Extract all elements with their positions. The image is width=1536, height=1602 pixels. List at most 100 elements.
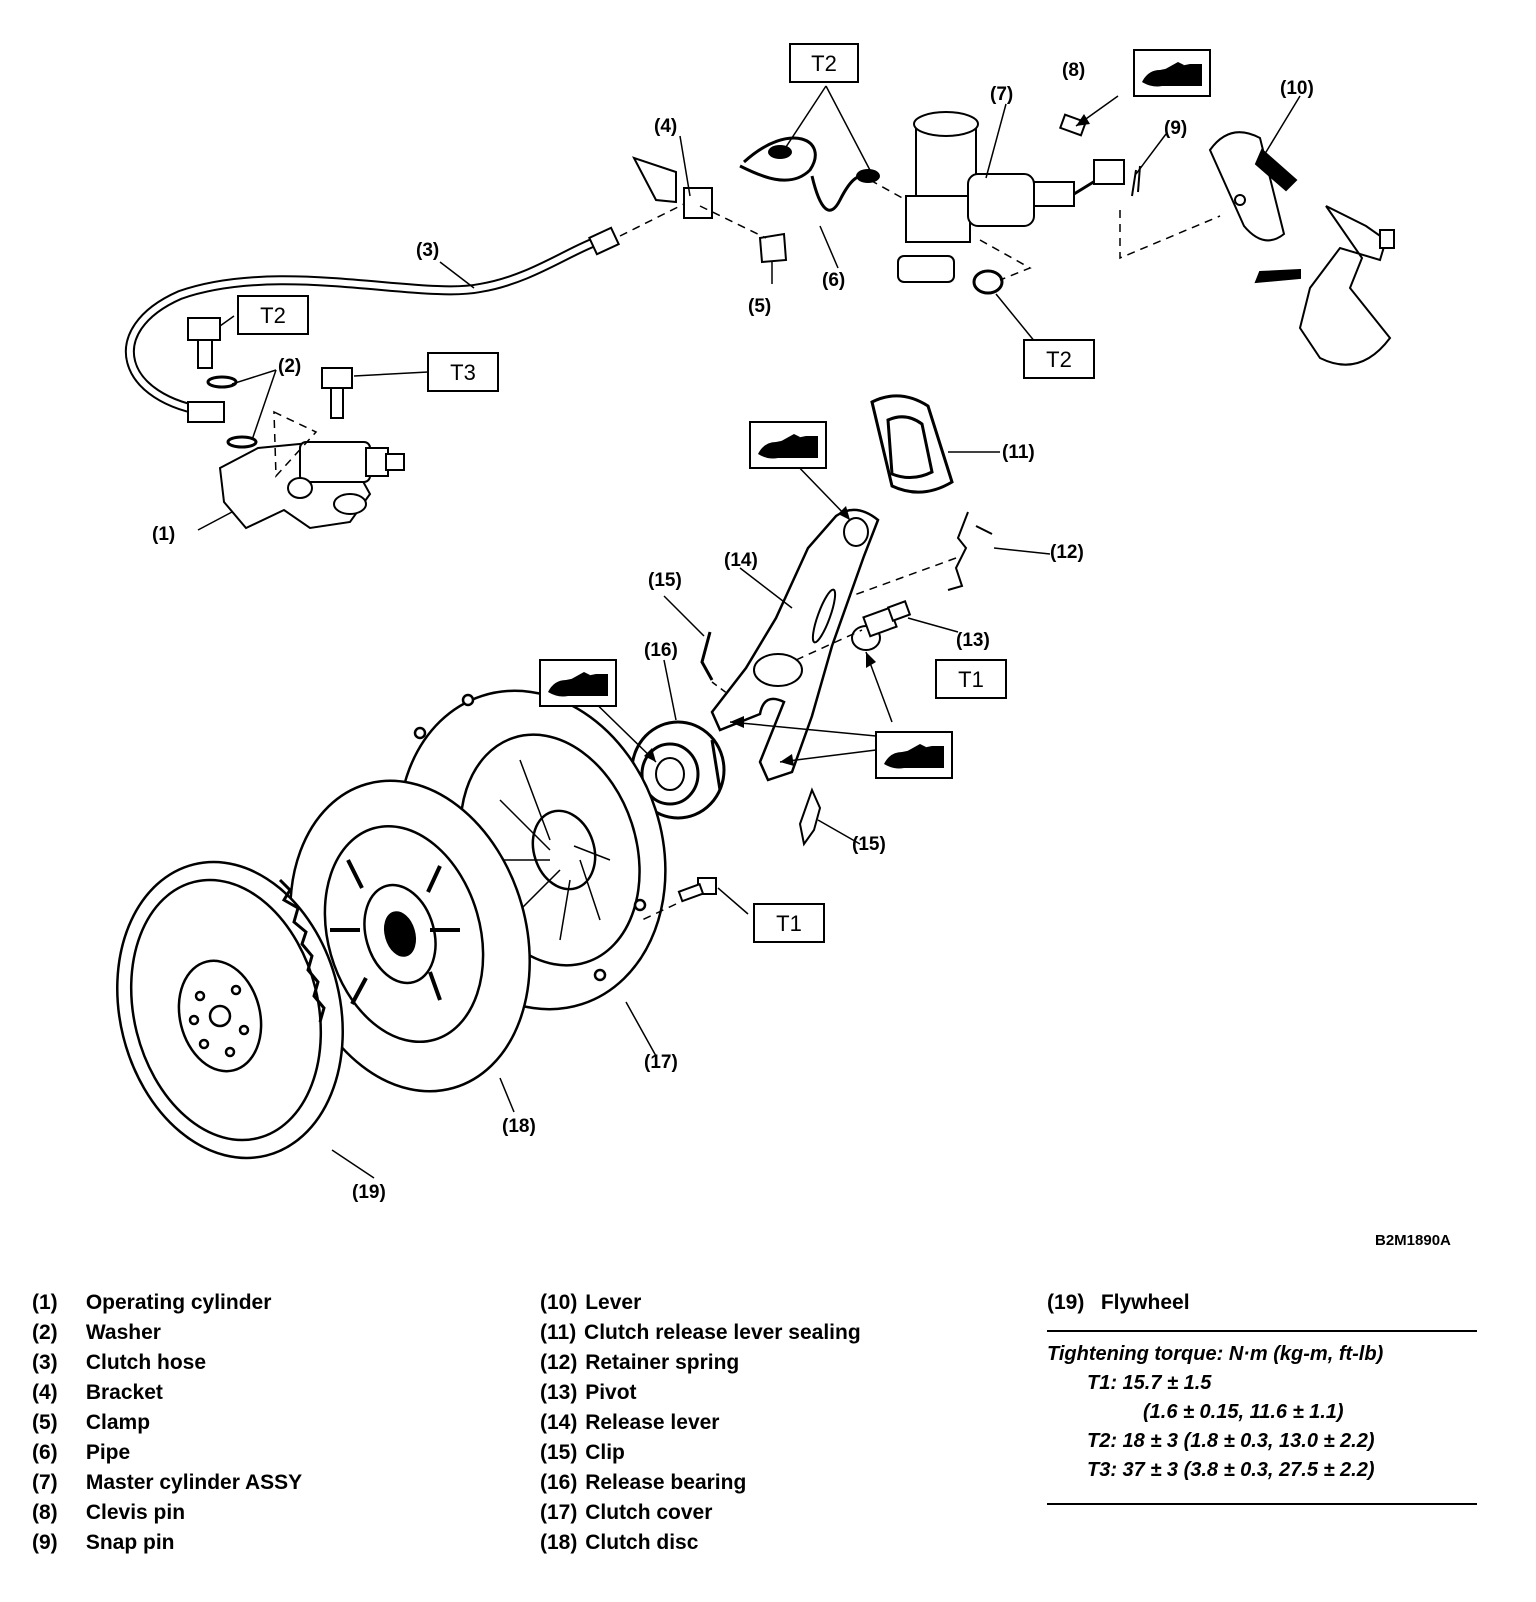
arrowheads: [644, 114, 1090, 766]
legend-item-label: Clutch release lever sealing: [584, 1321, 861, 1344]
legend-item: (5) Clamp: [32, 1408, 302, 1438]
bracket: [631, 156, 713, 219]
callout-15-lower: (15): [852, 834, 886, 855]
bolt-t3: [321, 367, 353, 419]
master-cylinder: [897, 111, 1125, 283]
legend-item-label: Snap pin: [85, 1531, 175, 1554]
clip-upper: [700, 631, 714, 681]
legend-column-2: (10) Lever(11) Clutch release lever seal…: [540, 1288, 861, 1558]
legend-item-label: Clevis pin: [85, 1501, 186, 1524]
legend-item-number: (13): [540, 1381, 578, 1404]
torque-tag-t2: T2: [811, 51, 837, 76]
legend-item: (10) Lever: [540, 1288, 861, 1318]
callout-19: (19): [352, 1182, 386, 1203]
legend-item-number: (4): [32, 1381, 58, 1404]
torque-tag-t3: T3: [450, 360, 476, 385]
legend-item-label: Pipe: [85, 1441, 131, 1464]
torque-tag-t2: T2: [260, 303, 286, 328]
legend-item-label: Release lever: [585, 1411, 720, 1434]
cover-bolt: [677, 877, 717, 903]
legend-item-number: (17): [540, 1501, 578, 1524]
callout-1: (1): [152, 524, 175, 545]
legend-item-label: Release bearing: [585, 1471, 747, 1494]
legend-item: (11) Clutch release lever sealing: [540, 1318, 861, 1348]
clip-lower: [798, 787, 822, 847]
torque-tag-box: [789, 43, 859, 83]
operating-cylinder: [218, 440, 405, 530]
legend-item-number: (9): [32, 1531, 58, 1554]
legend-item: (4) Bracket: [32, 1378, 302, 1408]
legend-item-label: Clamp: [85, 1411, 151, 1434]
pipe: [739, 136, 872, 212]
torque-tag-box: [237, 295, 309, 335]
torque-t1: T1: 15.7 ± 1.5: [1087, 1372, 1212, 1394]
callout-8: (8): [1062, 60, 1085, 81]
legend-item-number: (6): [32, 1441, 58, 1464]
figure-code: B2M1890A: [1375, 1232, 1451, 1249]
grease-hand-icon: [749, 421, 827, 469]
torque-t1-conversion: (1.6 ± 0.15, 11.6 ± 1.1): [1143, 1401, 1344, 1423]
torque-spec-table: Tightening torque: N·m (kg-m, ft-lb) T1:…: [1047, 1330, 1477, 1505]
legend-item-number: (14): [540, 1411, 578, 1434]
legend-item-number: (16): [540, 1471, 578, 1494]
legend-item-number: (11): [540, 1321, 577, 1344]
legend-item-number: (19): [1047, 1291, 1085, 1314]
legend-item-label: Clip: [585, 1441, 625, 1464]
legend-item-label: Clutch disc: [585, 1531, 699, 1554]
torque-tag-box: [935, 659, 1007, 699]
legend-item-number: (8): [32, 1501, 58, 1524]
legend-column-1: (1) Operating cylinder(2) Washer(3) Clut…: [32, 1288, 302, 1558]
legend-item: (19) Flywheel: [1047, 1288, 1477, 1318]
callout-4: (4): [654, 116, 677, 137]
leader-lines: [197, 85, 1301, 1179]
legend-item: (2) Washer: [32, 1318, 302, 1348]
clamp: [758, 232, 788, 264]
legend-item: (13) Pivot: [540, 1378, 861, 1408]
callout-3: (3): [416, 240, 439, 261]
grease-hand-icon: [1133, 49, 1211, 97]
callout-2: (2): [278, 356, 301, 377]
legend-item: (14) Release lever: [540, 1408, 861, 1438]
callout-18: (18): [502, 1116, 536, 1137]
torque-tag-box: [1023, 339, 1095, 379]
callout-15-upper: (15): [648, 570, 682, 591]
callout-16: (16): [644, 640, 678, 661]
legend-item-number: (15): [540, 1441, 578, 1464]
torque-tag-t1: T1: [958, 667, 984, 692]
legend-item-number: (5): [32, 1411, 58, 1434]
callout-13: (13): [956, 630, 990, 651]
callout-17: (17): [644, 1052, 678, 1073]
legend-item-label: Washer: [85, 1321, 161, 1344]
legend-item-number: (7): [32, 1471, 58, 1494]
callout-10: (10): [1280, 78, 1314, 99]
release-bearing: [630, 720, 726, 820]
torque-t2: T2: 18 ± 3 (1.8 ± 0.3, 13.0 ± 2.2): [1087, 1430, 1375, 1452]
grease-hand-icon: [875, 731, 953, 779]
callout-12: (12): [1050, 542, 1084, 563]
legend-item: (8) Clevis pin: [32, 1498, 302, 1528]
legend-item: (7) Master cylinder ASSY: [32, 1468, 302, 1498]
legend-item-number: (12): [540, 1351, 578, 1374]
callout-7: (7): [990, 84, 1013, 105]
legend-item-number: (10): [540, 1291, 578, 1314]
flywheel: [116, 860, 344, 1160]
bolt-t2: [187, 317, 221, 369]
legend-item-label: Clutch cover: [585, 1501, 713, 1524]
clutch-exploded-diagram: T2 T2 T3 T2 T1 T1 (1) (2) (3) (4) (5) (6…: [116, 43, 1395, 1203]
torque-tag-t2: T2: [1046, 347, 1072, 372]
legend-column-3: (19) Flywheel Tightening torque: N·m (kg…: [1047, 1288, 1477, 1505]
legend-item-number: (3): [32, 1351, 58, 1374]
legend-item: (15) Clip: [540, 1438, 861, 1468]
legend-item-number: (1): [32, 1291, 58, 1314]
callout-14: (14): [724, 550, 758, 571]
legend-item: (1) Operating cylinder: [32, 1288, 302, 1318]
legend-item-label: Pivot: [585, 1381, 637, 1404]
legend-item-label: Operating cylinder: [85, 1291, 272, 1314]
legend-item-label: Flywheel: [1100, 1291, 1190, 1314]
legend-item-number: (2): [32, 1321, 58, 1344]
callout-5: (5): [748, 296, 771, 317]
grease-hand-icon: [539, 659, 617, 707]
master-cylinder-nut: [972, 269, 1004, 295]
pivot: [851, 600, 912, 651]
clutch-pedal-lever: [1208, 131, 1395, 366]
